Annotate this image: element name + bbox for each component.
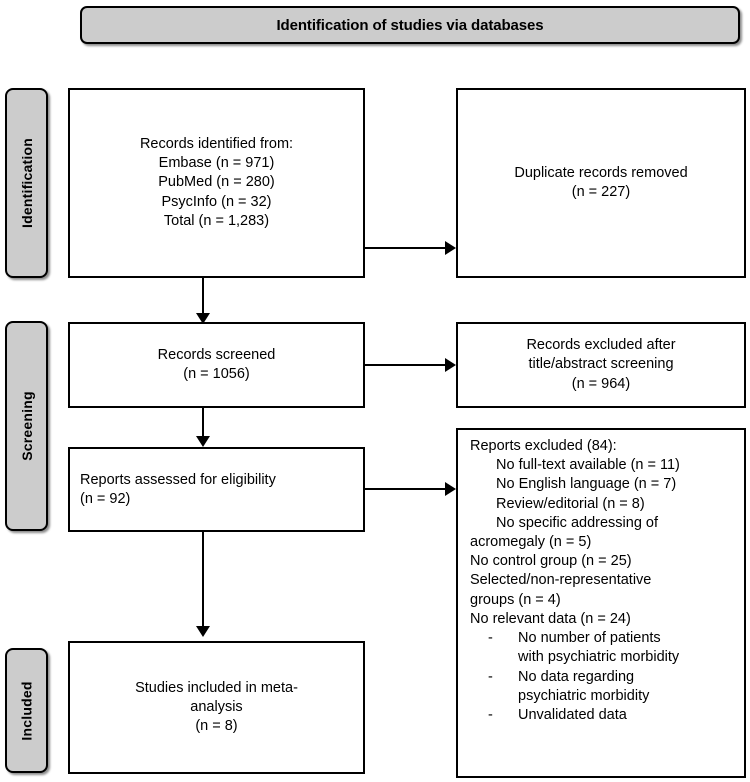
dash-marker-icon: - [488,707,493,724]
diagram-title: Identification of studies via databases [276,16,544,34]
stage-label-screening-text: Screening [18,391,35,461]
connector-identified-to-duplicates-line [365,247,447,249]
reports-excluded-sub-item-text: No number of patients with psychiatric m… [518,630,680,666]
connector-screened-to-excluded-arrow [445,358,456,372]
box-records-screened: Records screened (n = 1056) [68,322,365,408]
box-reports-assessed: Reports assessed for eligibility (n = 92… [68,447,365,532]
connector-screened-to-assessed-arrow [196,436,210,447]
connector-assessed-to-included-line [202,532,204,630]
reports-excluded-reason: No English language (n = 7) [496,476,677,493]
reports-excluded-list: Reports excluded (84): No full-text avai… [470,437,739,725]
reports-excluded-sub-item: - No number of patients with psychiatric… [470,629,739,668]
box-studies-included: Studies included in meta- analysis (n = … [68,641,365,774]
connector-assessed-to-excluded-line [365,488,447,490]
connector-screened-to-assessed-line [202,408,204,442]
reports-excluded-reason: groups (n = 4) [470,591,561,608]
connector-assessed-to-included-arrow [196,626,210,637]
box-duplicate-records-removed: Duplicate records removed (n = 227) [456,88,746,278]
stage-label-identification-text: Identification [18,138,35,228]
box-reports-assessed-text: Reports assessed for eligibility (n = 92… [80,472,276,508]
reports-excluded-sub-item: - Unvalidated data [470,706,739,725]
box-records-screened-text: Records screened (n = 1056) [157,346,276,382]
box-records-identified: Records identified from: Embase (n = 971… [68,88,365,278]
reports-excluded-sub-item: - No data regarding psychiatric morbidit… [470,668,739,707]
dash-marker-icon: - [488,630,493,647]
reports-excluded-reason: Review/editorial (n = 8) [496,495,645,512]
diagram-title-banner: Identification of studies via databases [80,6,740,44]
reports-excluded-sub-item-text: No data regarding psychiatric morbidity [518,668,650,704]
reports-excluded-heading: Reports excluded (84): [470,438,617,454]
reports-excluded-reason: No control group (n = 25) [470,553,632,570]
connector-screened-to-excluded-line [365,364,447,366]
reports-excluded-reason: No specific addressing of [496,514,658,531]
stage-label-identification: Identification [5,88,48,278]
box-records-excluded-text: Records excluded after title/abstract sc… [526,337,676,392]
stage-label-included: Included [5,648,48,773]
box-duplicate-records-removed-text: Duplicate records removed (n = 227) [514,164,688,200]
reports-excluded-reason: acromegaly (n = 5) [470,534,592,551]
stage-label-included-text: Included [18,680,35,741]
reports-excluded-reason: Selected/non-representative [470,572,652,589]
box-records-excluded: Records excluded after title/abstract sc… [456,322,746,408]
reports-excluded-sub-item-text: Unvalidated data [518,707,627,724]
box-reports-excluded: Reports excluded (84): No full-text avai… [456,428,746,778]
dash-marker-icon: - [488,668,493,685]
stage-label-screening: Screening [5,321,48,531]
reports-excluded-no-relevant-data: No relevant data (n = 24) [470,610,631,627]
reports-excluded-reason: No full-text available (n = 11) [496,457,680,474]
box-studies-included-text: Studies included in meta- analysis (n = … [135,679,298,735]
connector-identified-to-screened-arrow [196,313,210,324]
connector-assessed-to-excluded-arrow [445,482,456,496]
connector-identified-to-screened-line [202,278,204,323]
box-records-identified-text: Records identified from: Embase (n = 971… [139,135,294,229]
connector-identified-to-duplicates-arrow [445,241,456,255]
